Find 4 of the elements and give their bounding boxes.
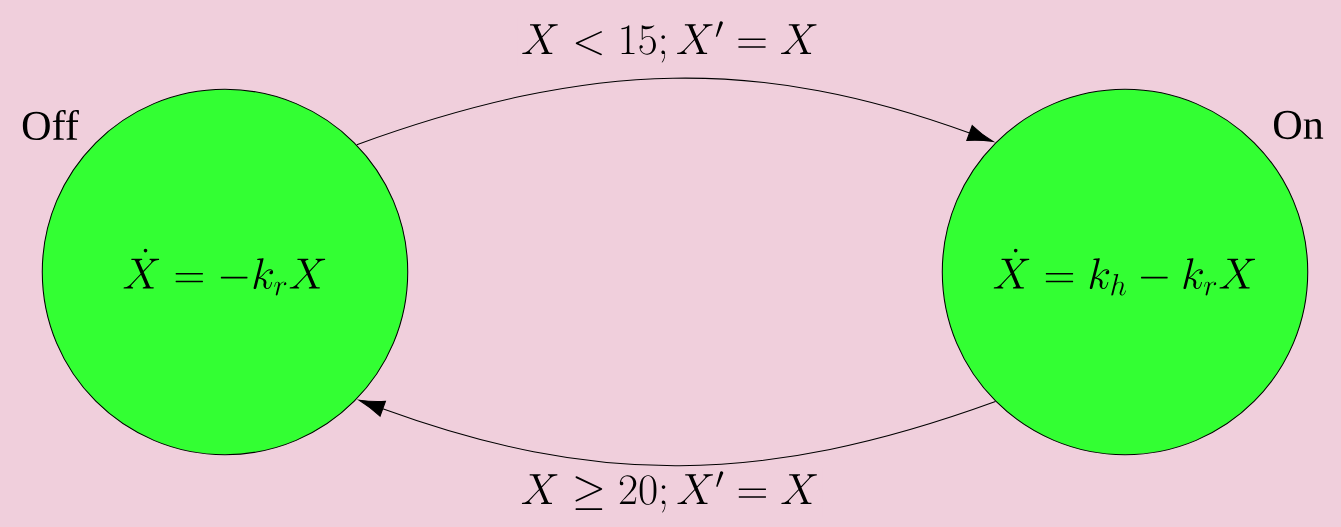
arrow <box>358 399 996 467</box>
edge-label: $X < 15; X' = X$ <box>522 21 817 63</box>
edge-label: $X \geq 20; X' = X$ <box>521 471 817 513</box>
arrow <box>356 77 994 146</box>
